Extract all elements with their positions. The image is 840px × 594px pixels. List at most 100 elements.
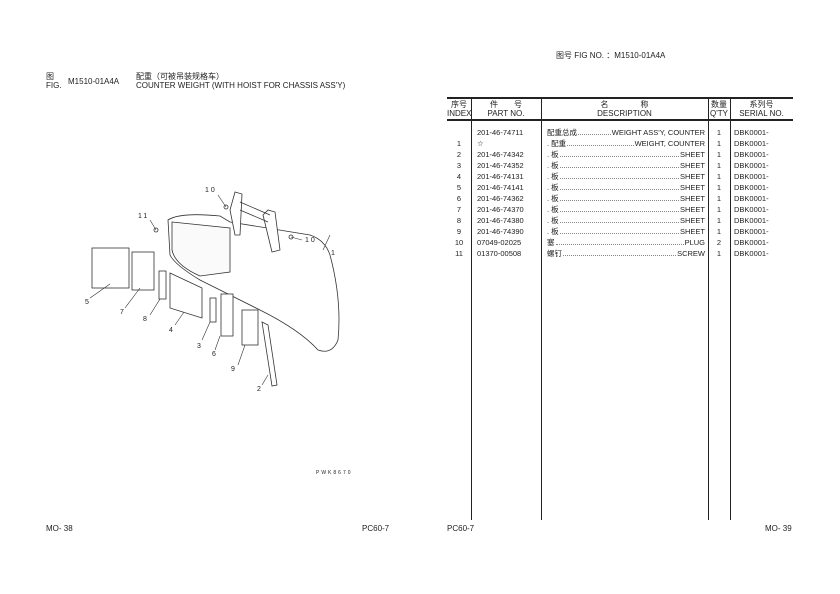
row-desc-cn: . 板 (547, 227, 559, 236)
leader-dots (559, 200, 679, 201)
row-index: 10 (454, 238, 464, 247)
leader-dots (559, 233, 679, 234)
row-description: 塞 PLUG (547, 237, 705, 248)
hoist-bracket (229, 191, 281, 253)
row-qty: 1 (716, 194, 722, 203)
row-part-no: 201-46-74390 (477, 227, 524, 236)
figure-code: M1510-01A4A (68, 77, 120, 86)
sheet-2 (261, 321, 278, 387)
row-desc-cn: . 板 (547, 216, 559, 225)
row-part-no: 01370-00508 (477, 249, 522, 258)
row-desc-cn: . 板 (547, 161, 559, 170)
row-index: 9 (456, 227, 462, 236)
row-description: . 板 SHEET (547, 193, 705, 204)
fig-number: M1510-01A4A (614, 51, 666, 60)
counterweight-front-face (171, 221, 231, 277)
callout-10a: 10 (205, 187, 217, 194)
fig-label-cn: 图号 (556, 51, 572, 60)
row-serial: DBK0001- (734, 216, 769, 225)
row-desc-cn: . 板 (547, 150, 559, 159)
fig-cn: 图 (46, 72, 54, 81)
leader-dots (559, 189, 679, 190)
row-desc-en: SHEET (679, 194, 705, 203)
row-serial: DBK0001- (734, 249, 769, 258)
row-description: . 板 SHEET (547, 149, 705, 160)
leader-dots (559, 178, 679, 179)
row-desc-en: SCREW (677, 249, 705, 258)
row-index: 6 (456, 194, 462, 203)
row-serial: DBK0001- (734, 172, 769, 181)
row-index: 8 (456, 216, 462, 225)
row-desc-en: SHEET (679, 161, 705, 170)
left-page-number: MO- 38 (46, 524, 73, 533)
row-index: 3 (456, 161, 462, 170)
row-serial: DBK0001- (734, 161, 769, 170)
row-qty: 1 (716, 161, 722, 170)
row-part-no: 201-46-74362 (477, 194, 524, 203)
row-serial: DBK0001- (734, 150, 769, 159)
row-description: 配重总成 WEIGHT ASS'Y, COUNTER (547, 127, 705, 138)
right-model: PC60-7 (447, 524, 475, 533)
row-desc-en: WEIGHT ASS'Y, COUNTER (611, 128, 705, 137)
callout-7: 7 (120, 309, 124, 316)
row-desc-en: WEIGHT, COUNTER (634, 139, 705, 148)
leader-dots (559, 167, 679, 168)
row-serial: DBK0001- (734, 139, 769, 148)
callout-5: 5 (85, 299, 89, 306)
callout-11: 11 (138, 213, 150, 220)
row-part-no: 201-46-74711 (477, 128, 524, 137)
row-part-no: 201-46-74370 (477, 205, 524, 214)
callout-8: 8 (143, 316, 147, 323)
sheet-8 (158, 270, 167, 300)
leader-dots (563, 255, 677, 256)
row-desc-cn: 塞 (547, 238, 555, 247)
row-qty: 1 (716, 183, 722, 192)
left-model: PC60-7 (362, 524, 390, 533)
row-part-no: 201-46-74141 (477, 183, 524, 192)
row-desc-en: PLUG (684, 238, 705, 247)
row-serial: DBK0001- (734, 194, 769, 203)
row-index: 11 (455, 249, 463, 258)
callout-9: 9 (231, 366, 235, 373)
figure-title-en: COUNTER WEIGHT (WITH HOIST FOR CHASSIS A… (136, 81, 346, 90)
row-part-no: 201-46-74380 (477, 216, 524, 225)
row-serial: DBK0001- (734, 238, 769, 247)
leader-dots (559, 156, 679, 157)
sheet-7 (131, 251, 155, 291)
row-desc-cn: . 板 (547, 205, 559, 214)
callout-4: 4 (169, 327, 173, 334)
row-qty: 1 (716, 216, 722, 225)
row-serial: DBK0001- (734, 128, 769, 137)
callout-6: 6 (212, 351, 216, 358)
row-desc-cn: 配重总成 (547, 128, 577, 137)
row-qty: 1 (716, 172, 722, 181)
callout-3: 3 (197, 343, 201, 350)
row-qty: 1 (716, 205, 722, 214)
row-part-no: 201-46-74131 (477, 172, 524, 181)
row-desc-en: SHEET (679, 150, 705, 159)
row-desc-cn: . 板 (547, 194, 559, 203)
row-desc-cn: . 配重 (547, 139, 567, 148)
fig-en: FIG. (46, 81, 62, 90)
row-part-no: 201-46-74352 (477, 161, 524, 170)
row-desc-cn: . 板 (547, 183, 559, 192)
figure-title-cn: 配重（可被吊装规格车） (136, 72, 224, 81)
row-desc-en: SHEET (679, 172, 705, 181)
callout-2: 2 (257, 386, 261, 393)
row-serial: DBK0001- (734, 227, 769, 236)
